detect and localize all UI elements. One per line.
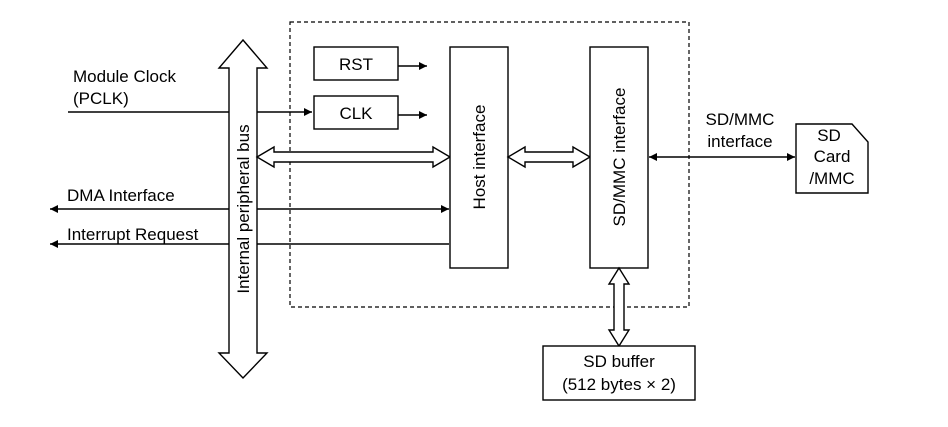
sd-card-label-3: /MMC: [809, 169, 854, 188]
internal-peripheral-bus-label: Internal peripheral bus: [234, 124, 253, 293]
host-to-sdmmc-arrow: [506, 145, 592, 169]
host-interface-label: Host interface: [470, 105, 489, 210]
host-interface-block: [449, 46, 509, 269]
bus-to-host-arrow: [255, 145, 452, 169]
sd-buffer-label-2: (512 bytes × 2): [562, 375, 676, 394]
sdmmc-to-buffer-arrow: [607, 266, 631, 348]
sdmmc-interface-label-2: interface: [707, 132, 772, 151]
dma-interface-label: DMA Interface: [67, 186, 175, 205]
rst-block: [313, 46, 399, 81]
rst-label: RST: [339, 55, 373, 74]
interrupt-request-label: Interrupt Request: [67, 225, 199, 244]
clk-label: CLK: [339, 104, 373, 123]
sd-card-label-2: Card: [814, 147, 851, 166]
module-boundary: [289, 21, 690, 308]
pclk-label: (PCLK): [73, 89, 129, 108]
sd-buffer-label-1: SD buffer: [583, 352, 655, 371]
sdmmc-interface-label-1: SD/MMC: [706, 110, 775, 129]
module-clock-label: Module Clock: [73, 67, 176, 86]
sdmmc-interface-block-label: SD/MMC interface: [610, 88, 629, 227]
internal-peripheral-bus-arrow: [217, 38, 269, 380]
sd-card-label-1: SD: [817, 126, 841, 145]
sd-card: [795, 123, 869, 194]
clk-block: [313, 95, 399, 130]
sd-buffer-block: [542, 345, 696, 401]
